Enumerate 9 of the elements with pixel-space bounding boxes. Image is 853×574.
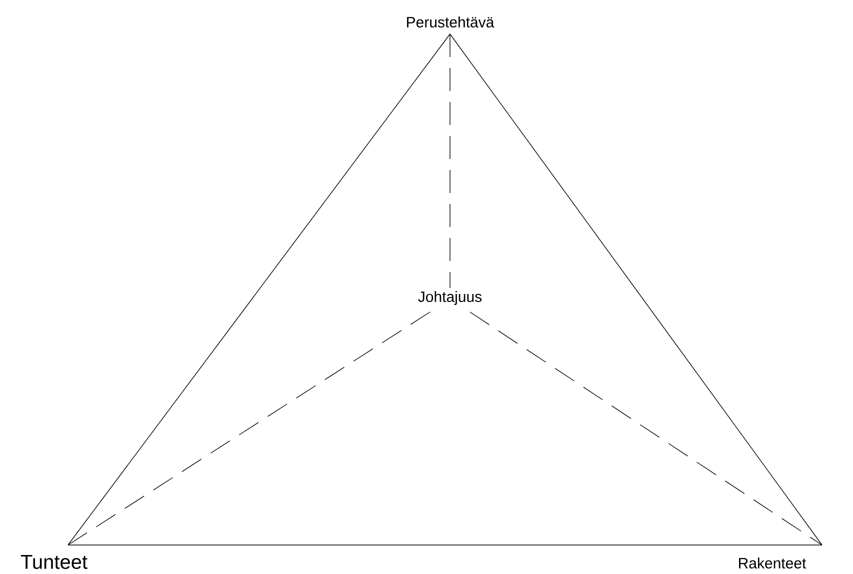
vertex-label: Johtajuus bbox=[418, 291, 482, 305]
vertex-label: Rakenteet bbox=[739, 558, 806, 568]
dashed-line bbox=[470, 312, 822, 546]
triangle-side bbox=[68, 34, 450, 546]
vertex-label: Perustehtävä bbox=[407, 16, 494, 28]
vertex-label: Tunteet bbox=[20, 555, 88, 569]
triangle-side bbox=[450, 34, 822, 546]
triangle-side bbox=[68, 544, 822, 546]
dashed-line bbox=[68, 312, 430, 546]
